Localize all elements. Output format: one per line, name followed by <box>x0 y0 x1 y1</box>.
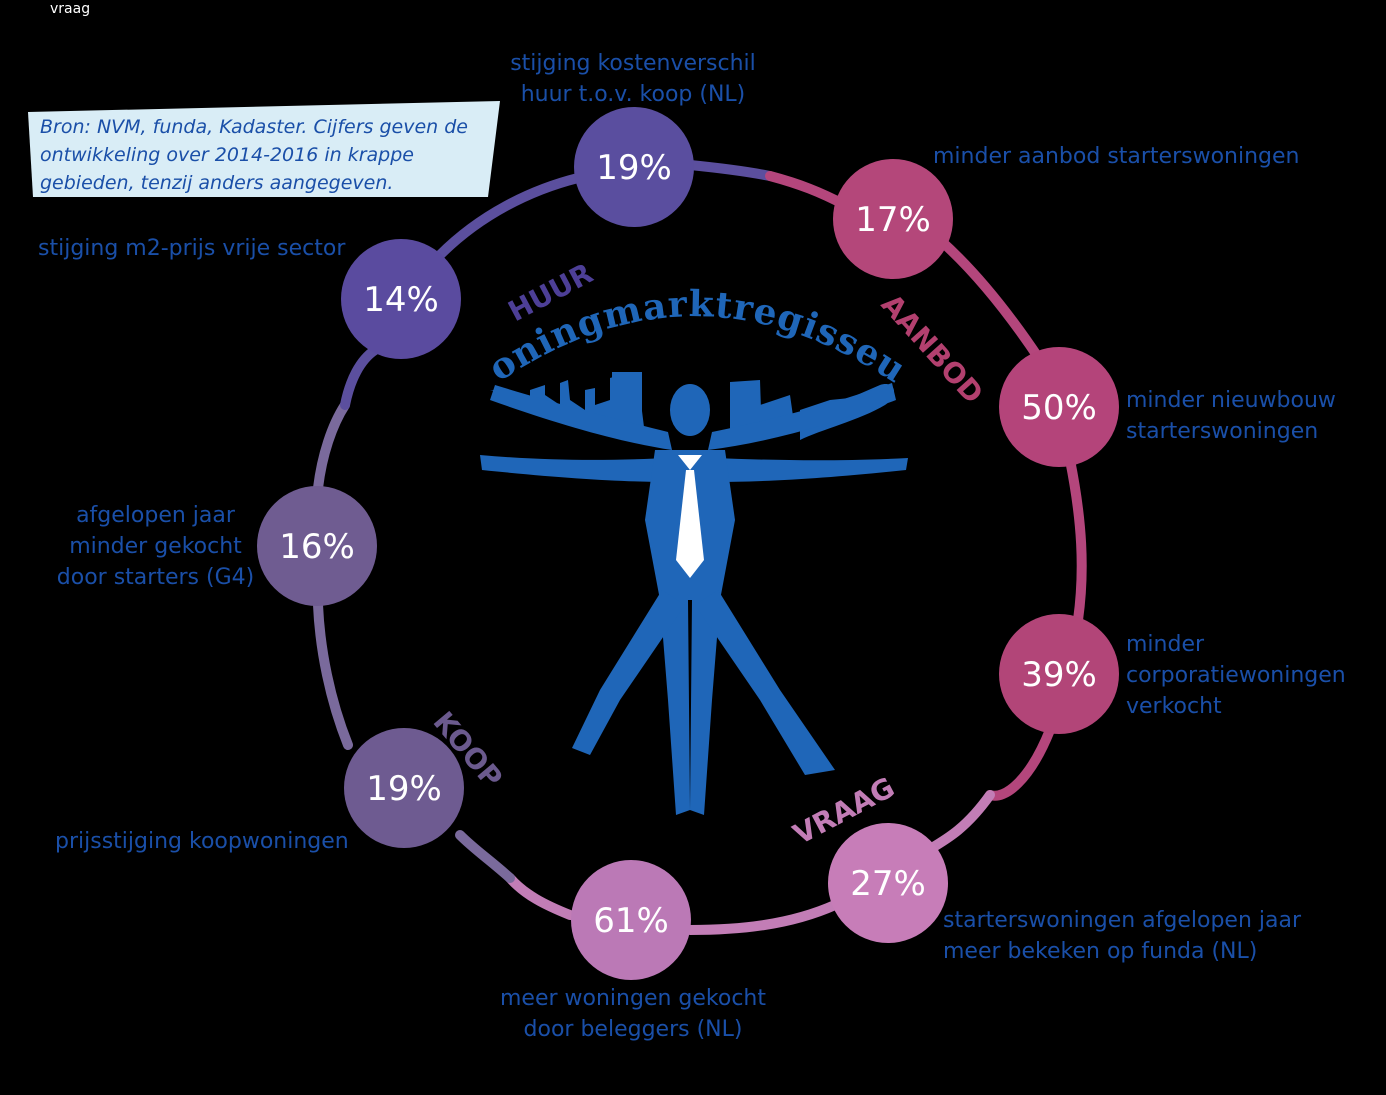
ring-segment-27-61 <box>685 900 840 935</box>
tie-illustration <box>676 455 704 578</box>
node-value-0: 19% <box>596 148 672 188</box>
node-value-3: 39% <box>1021 655 1097 695</box>
node-value-5: 61% <box>593 901 669 941</box>
node-value-7: 16% <box>279 527 355 567</box>
node-circle-1 <box>833 159 953 279</box>
node-circle-7 <box>257 486 377 606</box>
node-label-6: prijsstijging koopwoningen <box>55 829 349 854</box>
node-value-2: 50% <box>1021 388 1097 428</box>
node-value-6: 19% <box>366 769 442 809</box>
source-note-box <box>28 101 500 197</box>
ring-segment-50-39 <box>1065 455 1087 625</box>
node-label-8: stijging m2-prijs vrije sector <box>38 236 346 261</box>
ring-segment-top-aanbod <box>765 171 850 210</box>
node-circle-2 <box>999 347 1119 467</box>
node-label-1: minder aanbod starterswoningen <box>933 144 1300 169</box>
node-value-4: 27% <box>850 864 926 904</box>
ring-segment-61-19 <box>505 873 575 920</box>
ring-segment-16-14 <box>313 400 350 493</box>
node-circle-0 <box>574 107 694 227</box>
ring <box>313 160 1087 935</box>
node-label-0: stijging kostenverschil huur t.o.v. koop… <box>510 51 756 107</box>
node-circle-6 <box>344 728 464 848</box>
ring-segment-14-14b <box>340 345 380 410</box>
source-note: Bron: NVM, funda, Kadaster. Cijfers geve… <box>40 116 468 194</box>
ring-segment-huur-top <box>685 160 775 181</box>
node-value-8: 14% <box>363 280 439 320</box>
ring-segment-aanbod-50 <box>935 235 1045 365</box>
node-circle-4 <box>828 823 948 943</box>
node-label-3: minder corporatiewoningen verkocht <box>1126 632 1346 719</box>
node-label-7: afgelopen jaar minder gekocht door start… <box>56 503 255 590</box>
node-circle-5 <box>571 860 691 980</box>
node-value-1: 17% <box>855 200 931 240</box>
node-circle-3 <box>999 614 1119 734</box>
human-figure-illustration <box>480 383 908 815</box>
node-circle-8 <box>341 239 461 359</box>
ring-segment-14-top <box>435 173 583 260</box>
node-label-5: meer woningen gekocht door beleggers (NL… <box>499 986 766 1042</box>
corner-label: vraag <box>50 1 91 17</box>
circles <box>257 107 1119 980</box>
ring-segment-39-27b <box>920 790 995 857</box>
ring-segment-koop-16 <box>313 600 353 750</box>
node-label-4: starterswoningen afgelopen jaar meer bek… <box>943 908 1302 964</box>
ring-segment-39-27 <box>985 725 1055 801</box>
node-label-2: minder nieuwbouw starterswoningen <box>1126 388 1336 444</box>
ring-segment-19-koop <box>455 830 515 883</box>
